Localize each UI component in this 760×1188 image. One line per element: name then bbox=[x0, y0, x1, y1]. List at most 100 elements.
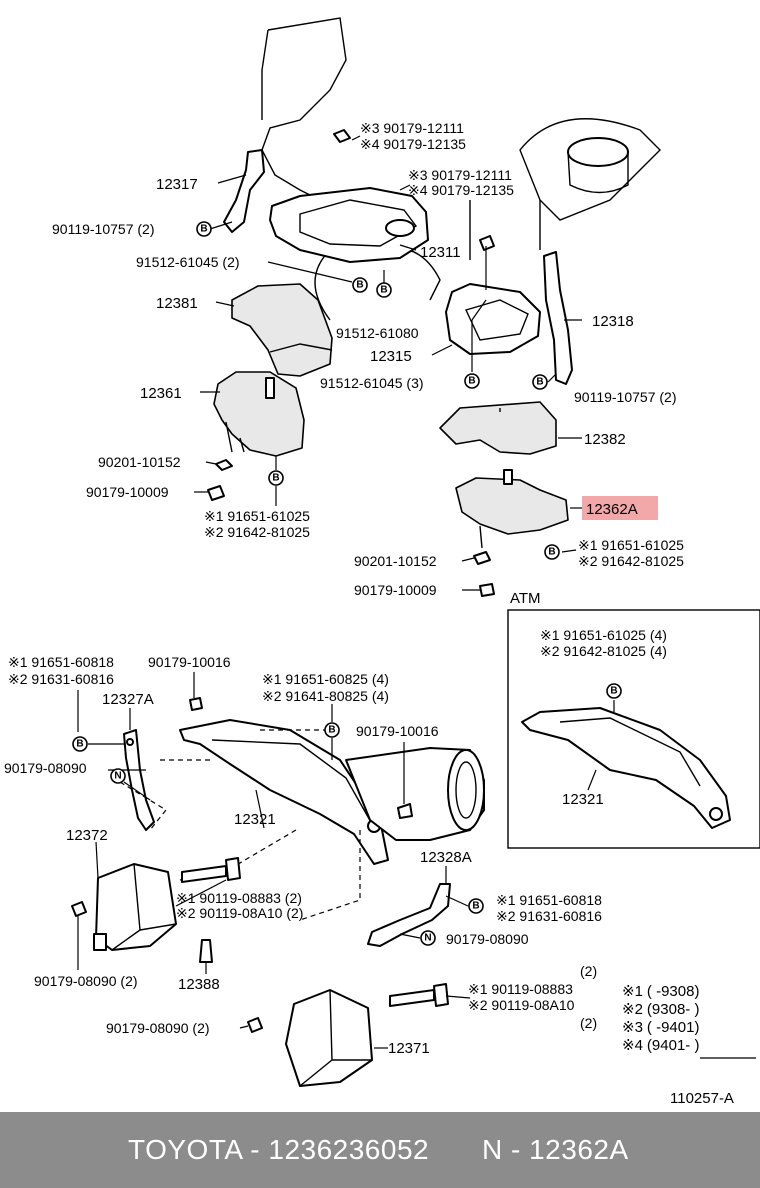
leader-lines-upper bbox=[194, 135, 582, 591]
badge-b-2: B bbox=[352, 277, 368, 293]
label-90179-12111-b: ※3 90179-12111 bbox=[408, 167, 512, 183]
label-91512-61080: 91512-61080 bbox=[336, 325, 419, 341]
label-atm-12321: 12321 bbox=[562, 791, 604, 808]
label-90201-10152-a: 90201-10152 bbox=[98, 454, 181, 470]
badge-b-8: B bbox=[606, 683, 622, 699]
crossmember-12321 bbox=[179, 719, 389, 865]
badge-b-11: B bbox=[468, 898, 484, 914]
footer-part-number: TOYOTA - 1236236052 bbox=[128, 1134, 430, 1165]
badge-n-1: N bbox=[110, 768, 126, 784]
label-12362A: 12362A bbox=[586, 501, 638, 518]
mount-12361 bbox=[213, 371, 305, 457]
svg-text:N: N bbox=[424, 933, 431, 944]
label-12388: 12388 bbox=[178, 976, 220, 993]
label-12318: 12318 bbox=[592, 313, 634, 330]
label-90119-08883-a: ※1 90119-08883 (2) bbox=[176, 890, 302, 906]
legend-range-2: (9308- ) bbox=[647, 1001, 700, 1018]
svg-text:※2(9308- ): ※2(9308- ) bbox=[622, 1001, 699, 1018]
legend-mark-3: ※3 bbox=[622, 1019, 643, 1036]
label-90201-10152-b: 90201-10152 bbox=[354, 553, 437, 569]
bracket-12317 bbox=[223, 149, 265, 233]
label-91651-60818-a: ※1 91651-60818 bbox=[8, 654, 114, 670]
svg-text:B: B bbox=[472, 901, 479, 912]
label-12315: 12315 bbox=[370, 348, 412, 365]
svg-text:B: B bbox=[272, 473, 279, 484]
label-90119-10757-b: 90119-10757 (2) bbox=[574, 389, 676, 405]
label-12321: 12321 bbox=[234, 811, 276, 828]
part-highlight bbox=[582, 496, 658, 520]
nut-90201-10152-b bbox=[473, 551, 491, 565]
bracket-12318 bbox=[543, 251, 573, 385]
mount-12362A bbox=[455, 477, 569, 535]
label-12381: 12381 bbox=[156, 295, 198, 312]
label-12311: 12311 bbox=[420, 244, 461, 261]
label-91651-60825: ※1 91651-60825 (4) bbox=[262, 671, 389, 687]
svg-text:B: B bbox=[468, 376, 475, 387]
badge-n-2: N bbox=[420, 930, 436, 946]
label-91641-80825: ※2 91641-80825 (4) bbox=[262, 688, 389, 704]
label-12382: 12382 bbox=[584, 431, 626, 448]
label-12327A: 12327A bbox=[102, 691, 154, 708]
label-90179-10009-a: 90179-10009 bbox=[86, 484, 169, 500]
bracket-12372 bbox=[95, 863, 177, 951]
label-90179-10016-b: 90179-10016 bbox=[356, 723, 439, 739]
label-90119-10757-a: 90119-10757 (2) bbox=[52, 221, 154, 237]
legend-mark-4: ※4 bbox=[622, 1037, 643, 1054]
stud-12388 bbox=[199, 939, 213, 963]
atm-inset-frame bbox=[507, 609, 760, 849]
svg-text:B: B bbox=[536, 377, 543, 388]
badge-b-5: B bbox=[532, 374, 548, 390]
date-legend: ※1( -9308) ※2(9308- ) ※3( -9401) ※4(9401… bbox=[622, 983, 756, 1059]
label-90179-12111-a: ※3 90179-12111 bbox=[360, 120, 464, 136]
svg-text:B: B bbox=[548, 547, 555, 558]
nut-90179-12111 bbox=[333, 129, 351, 143]
cover-12381 bbox=[231, 283, 333, 377]
nut-90179-08090-a bbox=[71, 901, 87, 917]
label-91642-81025-a: ※2 91642-81025 bbox=[204, 524, 310, 540]
svg-text:B: B bbox=[380, 285, 387, 296]
label-90179-10016-a: 90179-10016 bbox=[148, 654, 231, 670]
label-90179-08090-b: 90179-08090 bbox=[446, 931, 529, 947]
label-12371: 12371 bbox=[388, 1040, 430, 1057]
svg-text:※4(9401- ): ※4(9401- ) bbox=[622, 1037, 699, 1054]
engine-block-outline bbox=[261, 17, 661, 321]
svg-text:B: B bbox=[610, 686, 617, 697]
footer-diagram-ref: N - 12362A bbox=[482, 1134, 629, 1165]
bracket-12315 bbox=[445, 283, 541, 355]
label-atm: ATM bbox=[510, 590, 541, 607]
label-90179-08090-c: 90179-08090 (2) bbox=[34, 973, 138, 989]
nut-90201-10152-a bbox=[215, 459, 233, 471]
label-atm-91651: ※1 91651-61025 (4) bbox=[540, 627, 667, 643]
bolt-90119-08883-a bbox=[181, 865, 227, 883]
label-90119-08883-b: ※1 90119-08883 bbox=[468, 981, 573, 997]
bracket-12327A bbox=[123, 729, 155, 831]
label-90179-12135-b: ※4 90179-12135 bbox=[408, 182, 514, 198]
legend-mark-1: ※1 bbox=[622, 983, 643, 1000]
svg-text:B: B bbox=[328, 725, 335, 736]
label-90119-08A10-a: ※2 90119-08A10 (2) bbox=[176, 905, 303, 921]
nut-90179-10016-a bbox=[189, 697, 203, 711]
legend-range-4: (9401- ) bbox=[647, 1037, 700, 1054]
nut-90179-08090-d bbox=[247, 1017, 263, 1033]
part-labels: ※3 90179-12111 ※4 90179-12135 12317 ※3 9… bbox=[4, 120, 734, 1107]
bracket-12371 bbox=[285, 989, 373, 1087]
badge-b-9: B bbox=[72, 736, 88, 752]
cover-12382 bbox=[439, 401, 557, 455]
legend-range-1: ( -9308) bbox=[647, 983, 700, 1000]
nut-90179-10009-a bbox=[207, 485, 225, 501]
legend-mark-2: ※2 bbox=[622, 1001, 643, 1018]
svg-text:B: B bbox=[76, 739, 83, 750]
figure-number: 110257-A bbox=[670, 1090, 734, 1107]
label-12361: 12361 bbox=[140, 385, 182, 402]
label-90179-10009-b: 90179-10009 bbox=[354, 582, 437, 598]
label-12372: 12372 bbox=[66, 827, 108, 844]
label-90119-08A10-b: ※2 90119-08A10 bbox=[468, 997, 575, 1013]
crossmember-atm bbox=[521, 707, 731, 829]
badge-b-10: B bbox=[324, 722, 340, 738]
label-2-top: (2) bbox=[580, 963, 597, 979]
label-90179-08090-a: 90179-08090 bbox=[4, 760, 87, 776]
legend-range-3: ( -9401) bbox=[647, 1019, 700, 1036]
label-atm-91642: ※2 91642-81025 (4) bbox=[540, 643, 667, 659]
label-91631-60816-a: ※2 91631-60816 bbox=[8, 671, 114, 687]
